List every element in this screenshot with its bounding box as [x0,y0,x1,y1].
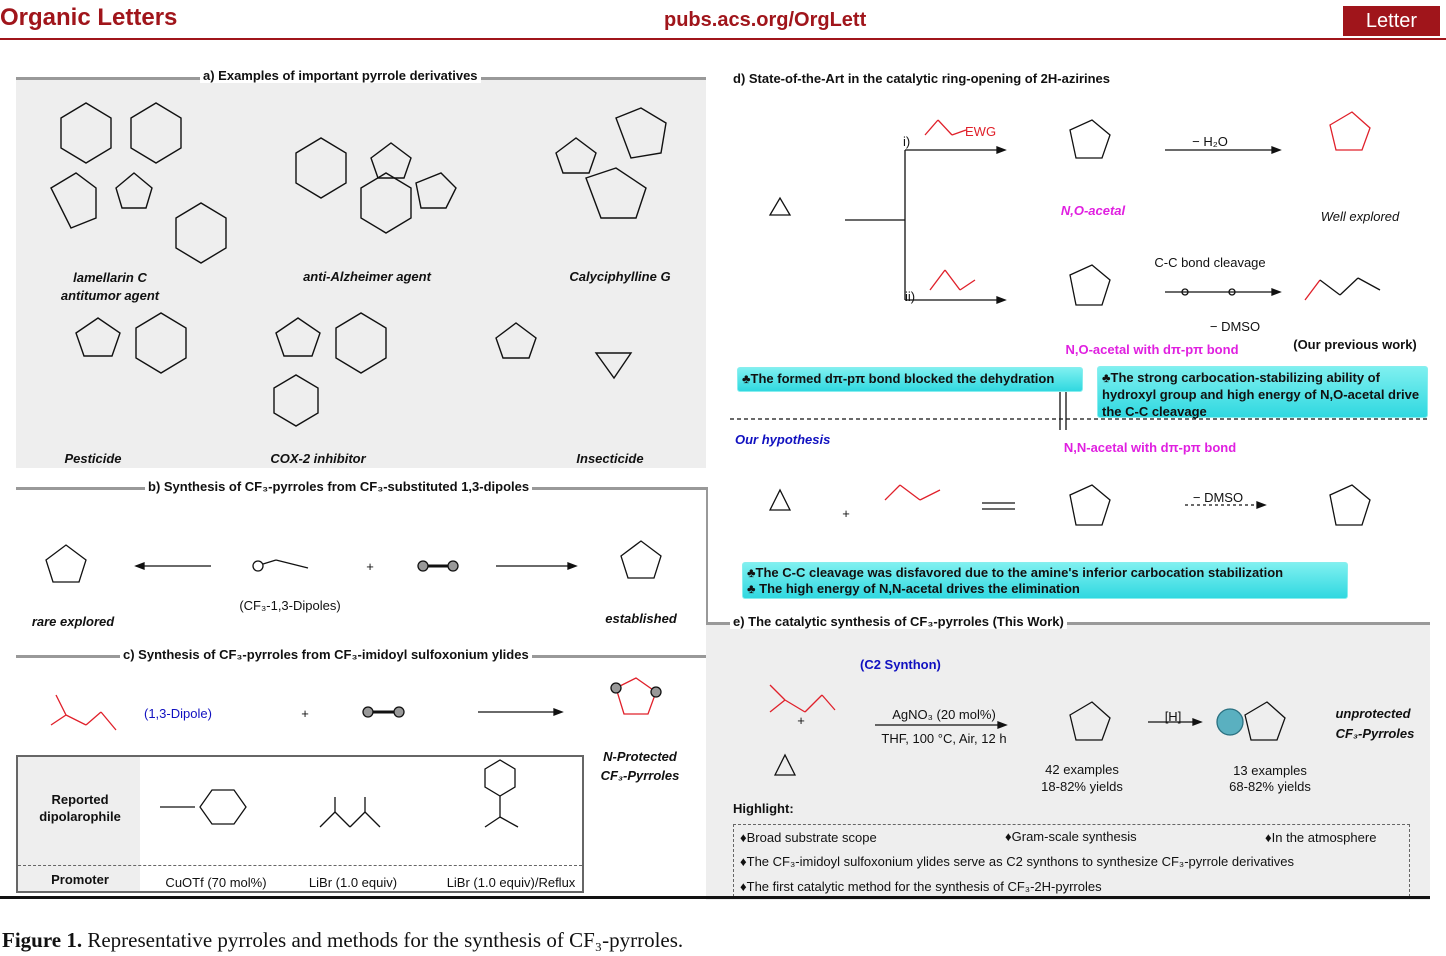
cc-cleavage-label: C-C bond cleavage [1154,255,1266,270]
cf3-pyrroles-label: CF₃-Pyrroles [1335,726,1415,741]
highlight-heading: Highlight: [733,801,794,816]
panel-e-title: e) The catalytic synthesis of CF₃-pyrrol… [730,614,1067,629]
minus-dmso-label: − DMSO [1209,319,1261,334]
figure-caption: Figure 1. Representative pyrroles and me… [2,928,683,953]
condition-solvent: THF, 100 °C, Air, 12 h [881,731,1007,746]
condition-catalyst: AgNO₃ (20 mol%) [892,707,996,722]
panel-c-title: c) Synthesis of CF₃-pyrroles from CF₃-im… [120,647,532,662]
note-cc-cleavage: ♣The strong carbocation-stabilizing abil… [1097,366,1428,419]
highlight-item: ♦The CF₃-imidoyl sulfoxonium ylides serv… [740,854,1295,869]
panel-b-title: b) Synthesis of CF₃-pyrroles from CF₃-su… [145,479,533,494]
label-established: established [605,611,677,626]
highlight-item: ♦Gram-scale synthesis [1005,829,1137,844]
promoter-libr: LiBr (1.0 equiv) [308,875,398,890]
note-hypothesis-line1: ♣The C-C cleavage was disfavored due to … [747,565,1284,580]
note-hypothesis-line2: ♣ The high energy of N,N-acetal drives t… [747,581,1080,596]
label-cox2: COX-2 inhibitor [270,451,366,466]
label-calyciphylline: Calyciphylline G [569,269,671,284]
label-pesticide: Pesticide [64,451,122,466]
figure-bottom-rule [0,896,1430,899]
panel-a-title: a) Examples of important pyrrole derivat… [200,68,481,83]
plus-sign: + [842,506,850,521]
route-ii-label: ii) [905,289,916,304]
journal-name: Organic Letters [0,4,178,31]
label-rare-explored: rare explored [31,614,115,629]
reaction-scheme-e [769,684,1286,776]
reduction-label: [H] [1164,709,1182,724]
highlight-item: ♦The first catalytic method for the synt… [740,879,1102,894]
minus-water: − H₂O [1192,134,1228,149]
label-cf3-dipoles: (CF₃-1,3-Dipoles) [239,598,341,613]
label-antitumor: antitumor agent [60,288,160,303]
reaction-scheme-b [45,540,662,583]
header-rule [0,38,1446,40]
label-cf3-pyrroles: CF₃-Pyrroles [600,768,680,783]
yields-1: 18-82% yields [1041,779,1123,794]
label-anti-alzheimer: anti-Alzheimer agent [303,269,431,284]
examples-count-1: 42 examples [1045,762,1119,777]
dipolarophile-table: Reported dipolarophile Promoter CuOTf (7… [16,755,584,893]
no-acetal-label: N,O-acetal [1060,203,1126,218]
previous-work-label: (Our previous work) [1293,337,1417,352]
hypothesis-label: Our hypothesis [735,432,831,447]
label-lamellarin: lamellarin C [73,270,147,285]
label-n-protected: N-Protected [603,749,677,764]
highlight-item: ♦In the atmosphere [1265,830,1377,845]
well-explored-label: Well explored [1320,209,1400,224]
ewg-label: EWG [965,124,997,139]
note-dehydration-blocked: ♣The formed dπ-pπ bond blocked the dehyd… [737,367,1083,392]
highlight-box [733,824,1410,897]
examples-count-2: 13 examples [1233,763,1307,778]
minus-dmso-label-2: − DMSO [1192,490,1244,505]
panel-e [706,622,1430,900]
highlight-item: ♦Broad substrate scope [740,830,877,845]
journal-url[interactable]: pubs.acs.org/OrgLett [664,9,867,31]
reaction-scheme-c [50,677,662,731]
panel-d-title: d) State-of-the-Art in the catalytic rin… [730,71,1114,86]
article-type-badge: Letter [1343,6,1440,36]
nn-acetal-label: N,N-acetal with dπ-pπ bond [1063,440,1237,455]
label-insecticide: Insecticide [576,451,644,466]
plus-sign: + [301,706,309,721]
route-i-label: i) [903,134,911,149]
unprotected-label: unprotected [1335,706,1411,721]
yields-2: 68-82% yields [1229,779,1311,794]
table-header-promoter: Promoter [51,872,109,887]
promoter-libr-reflux: LiBr (1.0 equiv)/Reflux [446,875,576,890]
promoter-cuotf: CuOTf (70 mol%) [165,875,267,890]
table-header-dipolarophile: Reported dipolarophile [39,792,121,824]
molecule-structures-a [50,102,667,427]
caption-label: Figure 1. [2,928,83,952]
dipolarophile-structures [160,759,519,828]
no-acetal-dpi-label: N,O-acetal with dπ-pπ bond [1065,342,1239,357]
caption-text: Representative pyrroles and methods for … [82,928,684,952]
plus-sign: + [366,559,374,574]
c2-synthon-label: (C2 Synthon) [860,657,941,672]
label-1-3-dipole: (1,3-Dipole) [144,706,212,721]
reaction-scheme-d [730,111,1430,526]
plus-sign: + [797,713,805,728]
note-hypothesis: ♣The C-C cleavage was disfavored due to … [742,562,1348,599]
